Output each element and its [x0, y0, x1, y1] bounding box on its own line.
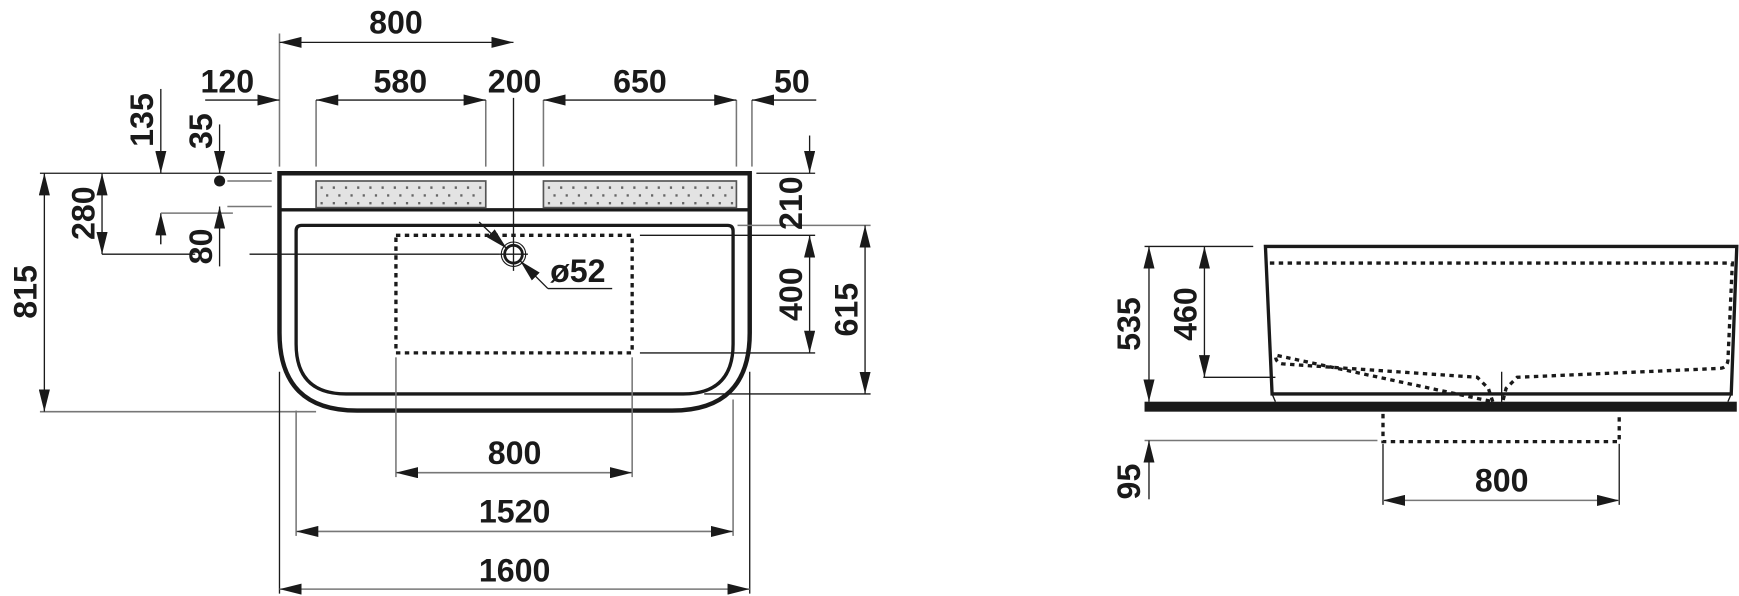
bowl-outline — [294, 223, 735, 396]
mounting-point — [214, 175, 226, 187]
dim-280: 280 — [65, 186, 101, 240]
dim-800-side: 800 — [1475, 463, 1529, 499]
dim-800-top: 800 — [369, 4, 423, 40]
dim-95: 95 — [1111, 464, 1147, 500]
dim-210: 210 — [773, 176, 809, 230]
top-view: ø52 800 120 580 200 650 50 135 35 80 — [8, 4, 871, 595]
dim-35: 35 — [183, 113, 219, 149]
dim-580: 580 — [374, 63, 428, 99]
dim-400: 400 — [773, 267, 809, 321]
countertop-slab — [1144, 401, 1737, 412]
dim-50: 50 — [774, 63, 810, 99]
dim-80: 80 — [183, 229, 219, 265]
dim-650: 650 — [613, 63, 667, 99]
dim-200: 200 — [488, 63, 542, 99]
dim-135: 135 — [124, 93, 160, 147]
dim-800-bottom: 800 — [488, 435, 542, 471]
dim-815: 815 — [8, 265, 44, 319]
dim-1600: 1600 — [479, 552, 551, 588]
dim-120: 120 — [201, 63, 255, 99]
side-view: 535 460 95 800 — [1111, 244, 1739, 506]
side-cutout-dotted — [1381, 413, 1621, 444]
basin-outer-outline — [277, 171, 752, 413]
dim-1520: 1520 — [479, 494, 551, 530]
dim-535: 535 — [1111, 297, 1147, 351]
side-bowl-dotted — [1269, 261, 1735, 404]
dim-460: 460 — [1168, 287, 1204, 341]
dim-615: 615 — [828, 283, 864, 337]
tap-hole-diameter-label: ø52 — [550, 253, 605, 289]
tap-hole — [478, 97, 613, 290]
